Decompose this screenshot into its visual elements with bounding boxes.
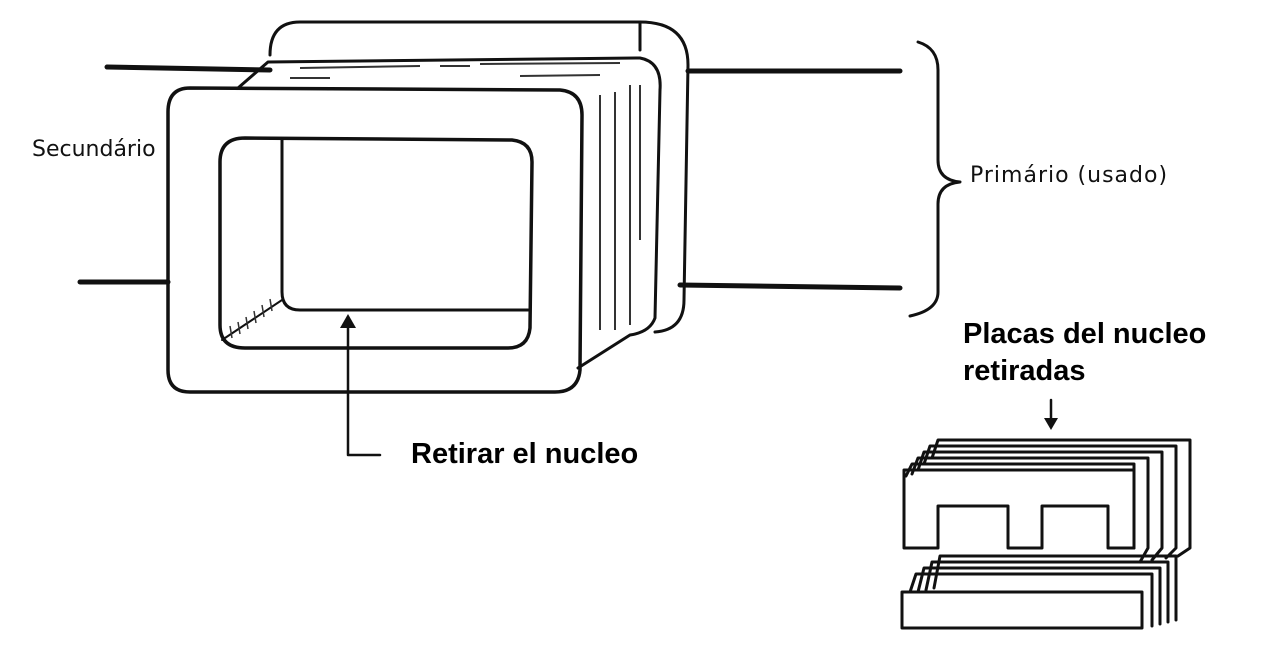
plates-label-line1: Placas del nucleo bbox=[963, 318, 1206, 350]
i-core-plates bbox=[900, 554, 1178, 630]
plates-label-line2: retiradas bbox=[963, 355, 1086, 387]
transformer-coil bbox=[166, 20, 690, 394]
secondary-wire-top bbox=[104, 64, 273, 73]
secondary-label: Secundário bbox=[32, 137, 156, 162]
primary-wire-bottom bbox=[677, 282, 903, 291]
primary-brace bbox=[908, 40, 962, 318]
e-core-plates bbox=[902, 438, 1192, 564]
plates-down-arrow bbox=[1044, 398, 1058, 430]
remove-core-pointer bbox=[340, 314, 382, 457]
remove-core-label: Retirar el nucleo bbox=[411, 438, 638, 470]
primary-label: Primário (usado) bbox=[970, 163, 1168, 188]
